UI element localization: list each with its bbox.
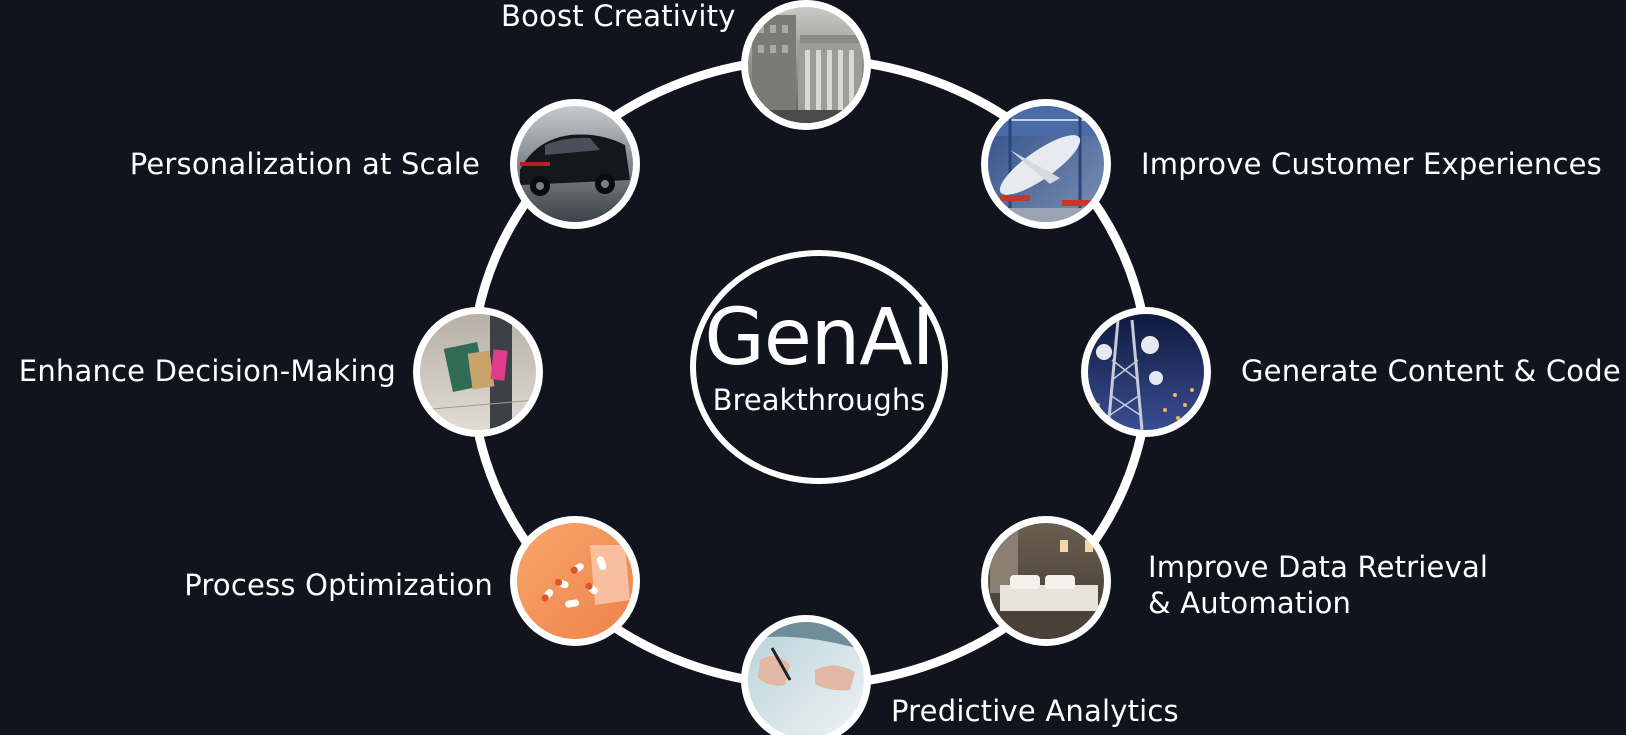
node-image-pills xyxy=(510,516,640,646)
center-title: GenAI xyxy=(704,293,934,383)
center-subtitle: Breakthroughs xyxy=(712,383,926,417)
node-image-luxury-car xyxy=(510,99,640,229)
label-improve-data-retrieval: Improve Data Retrieval & Automation xyxy=(1148,549,1488,621)
label-personalization-at-scale: Personalization at Scale xyxy=(129,147,480,181)
label-boost-creativity: Boost Creativity xyxy=(501,0,736,33)
label-improve-data-retrieval-line2: & Automation xyxy=(1148,586,1352,620)
center-circle xyxy=(690,250,948,484)
label-improve-customer-experiences: Improve Customer Experiences xyxy=(1141,147,1602,181)
node-image-hotel-room xyxy=(981,516,1111,646)
node-image-hand-writing xyxy=(741,615,871,735)
node-image-shopping-bags xyxy=(413,307,543,437)
node-image-aircraft-factory xyxy=(981,99,1111,229)
node-image-building xyxy=(741,0,871,130)
label-generate-content-code: Generate Content & Code xyxy=(1241,354,1621,388)
node-image-telecom-tower xyxy=(1081,307,1211,437)
label-enhance-decision-making: Enhance Decision-Making xyxy=(18,354,396,388)
label-predictive-analytics: Predictive Analytics xyxy=(891,694,1179,728)
label-process-optimization: Process Optimization xyxy=(184,568,493,602)
label-improve-data-retrieval-line1: Improve Data Retrieval xyxy=(1148,550,1489,584)
